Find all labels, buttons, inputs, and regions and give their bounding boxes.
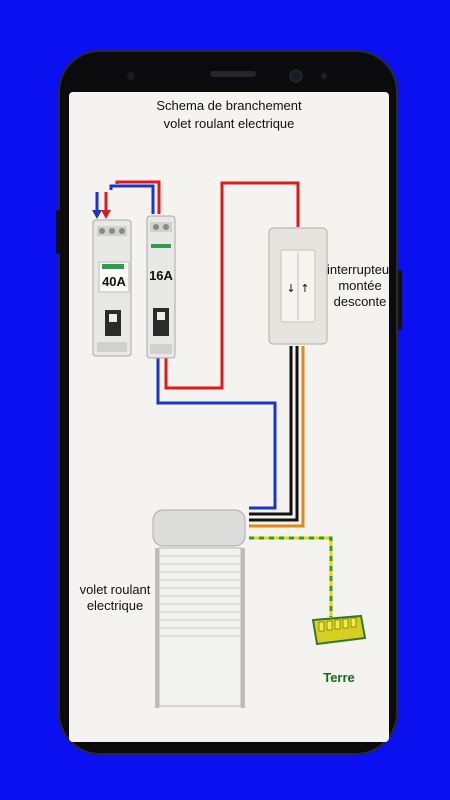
switch-label: interrupteur montée desconte (327, 262, 389, 310)
earth-wire (249, 536, 333, 617)
up-wire (249, 346, 293, 516)
diagram-title-line1: Schema de branchement (156, 98, 302, 113)
switch-label-line3: desconte (333, 294, 387, 309)
breaker-16a (146, 215, 176, 359)
switch-label-line1: interrupteur (327, 262, 389, 277)
earpiece-icon (210, 71, 256, 77)
front-sensor-icon (127, 72, 135, 80)
shutter-switch (268, 227, 328, 345)
phase-wire-switch (164, 181, 300, 390)
earth-wire-stripe (249, 536, 333, 617)
screen: Schema de branchement volet roulant elec… (69, 92, 389, 742)
neutral-wire-shutter (156, 354, 277, 510)
diagram-title-line2: volet roulant electrique (163, 116, 295, 131)
wiring-diagram: 40A 16A ↓ ↑ (92, 180, 367, 708)
phone-volume-button (56, 210, 60, 254)
proximity-sensor-icon (321, 73, 327, 79)
earth-terminal-block (311, 614, 367, 646)
switch-label-line2: montée (338, 278, 382, 293)
earth-label: Terre (323, 670, 355, 685)
orange-wire (249, 346, 305, 528)
supply-arrows-icon (92, 192, 111, 219)
phone-side-button (398, 270, 402, 330)
down-arrow-icon: ↓ (286, 282, 295, 295)
roller-shutter (152, 509, 246, 708)
breaker-16a-label: 16A (149, 268, 173, 283)
breaker-40a (92, 219, 132, 357)
shutter-label-line2: electrique (86, 598, 144, 613)
breaker-40a-label: 40A (102, 274, 126, 289)
neutral-wire-supply (109, 184, 155, 214)
shutter-label-line1: volet roulant (79, 582, 151, 597)
shutter-label: volet roulant electrique (69, 582, 161, 614)
front-camera-icon (289, 69, 303, 83)
down-wire (249, 346, 299, 522)
phase-wire-supply (115, 180, 161, 214)
up-arrow-icon: ↑ (300, 282, 309, 295)
